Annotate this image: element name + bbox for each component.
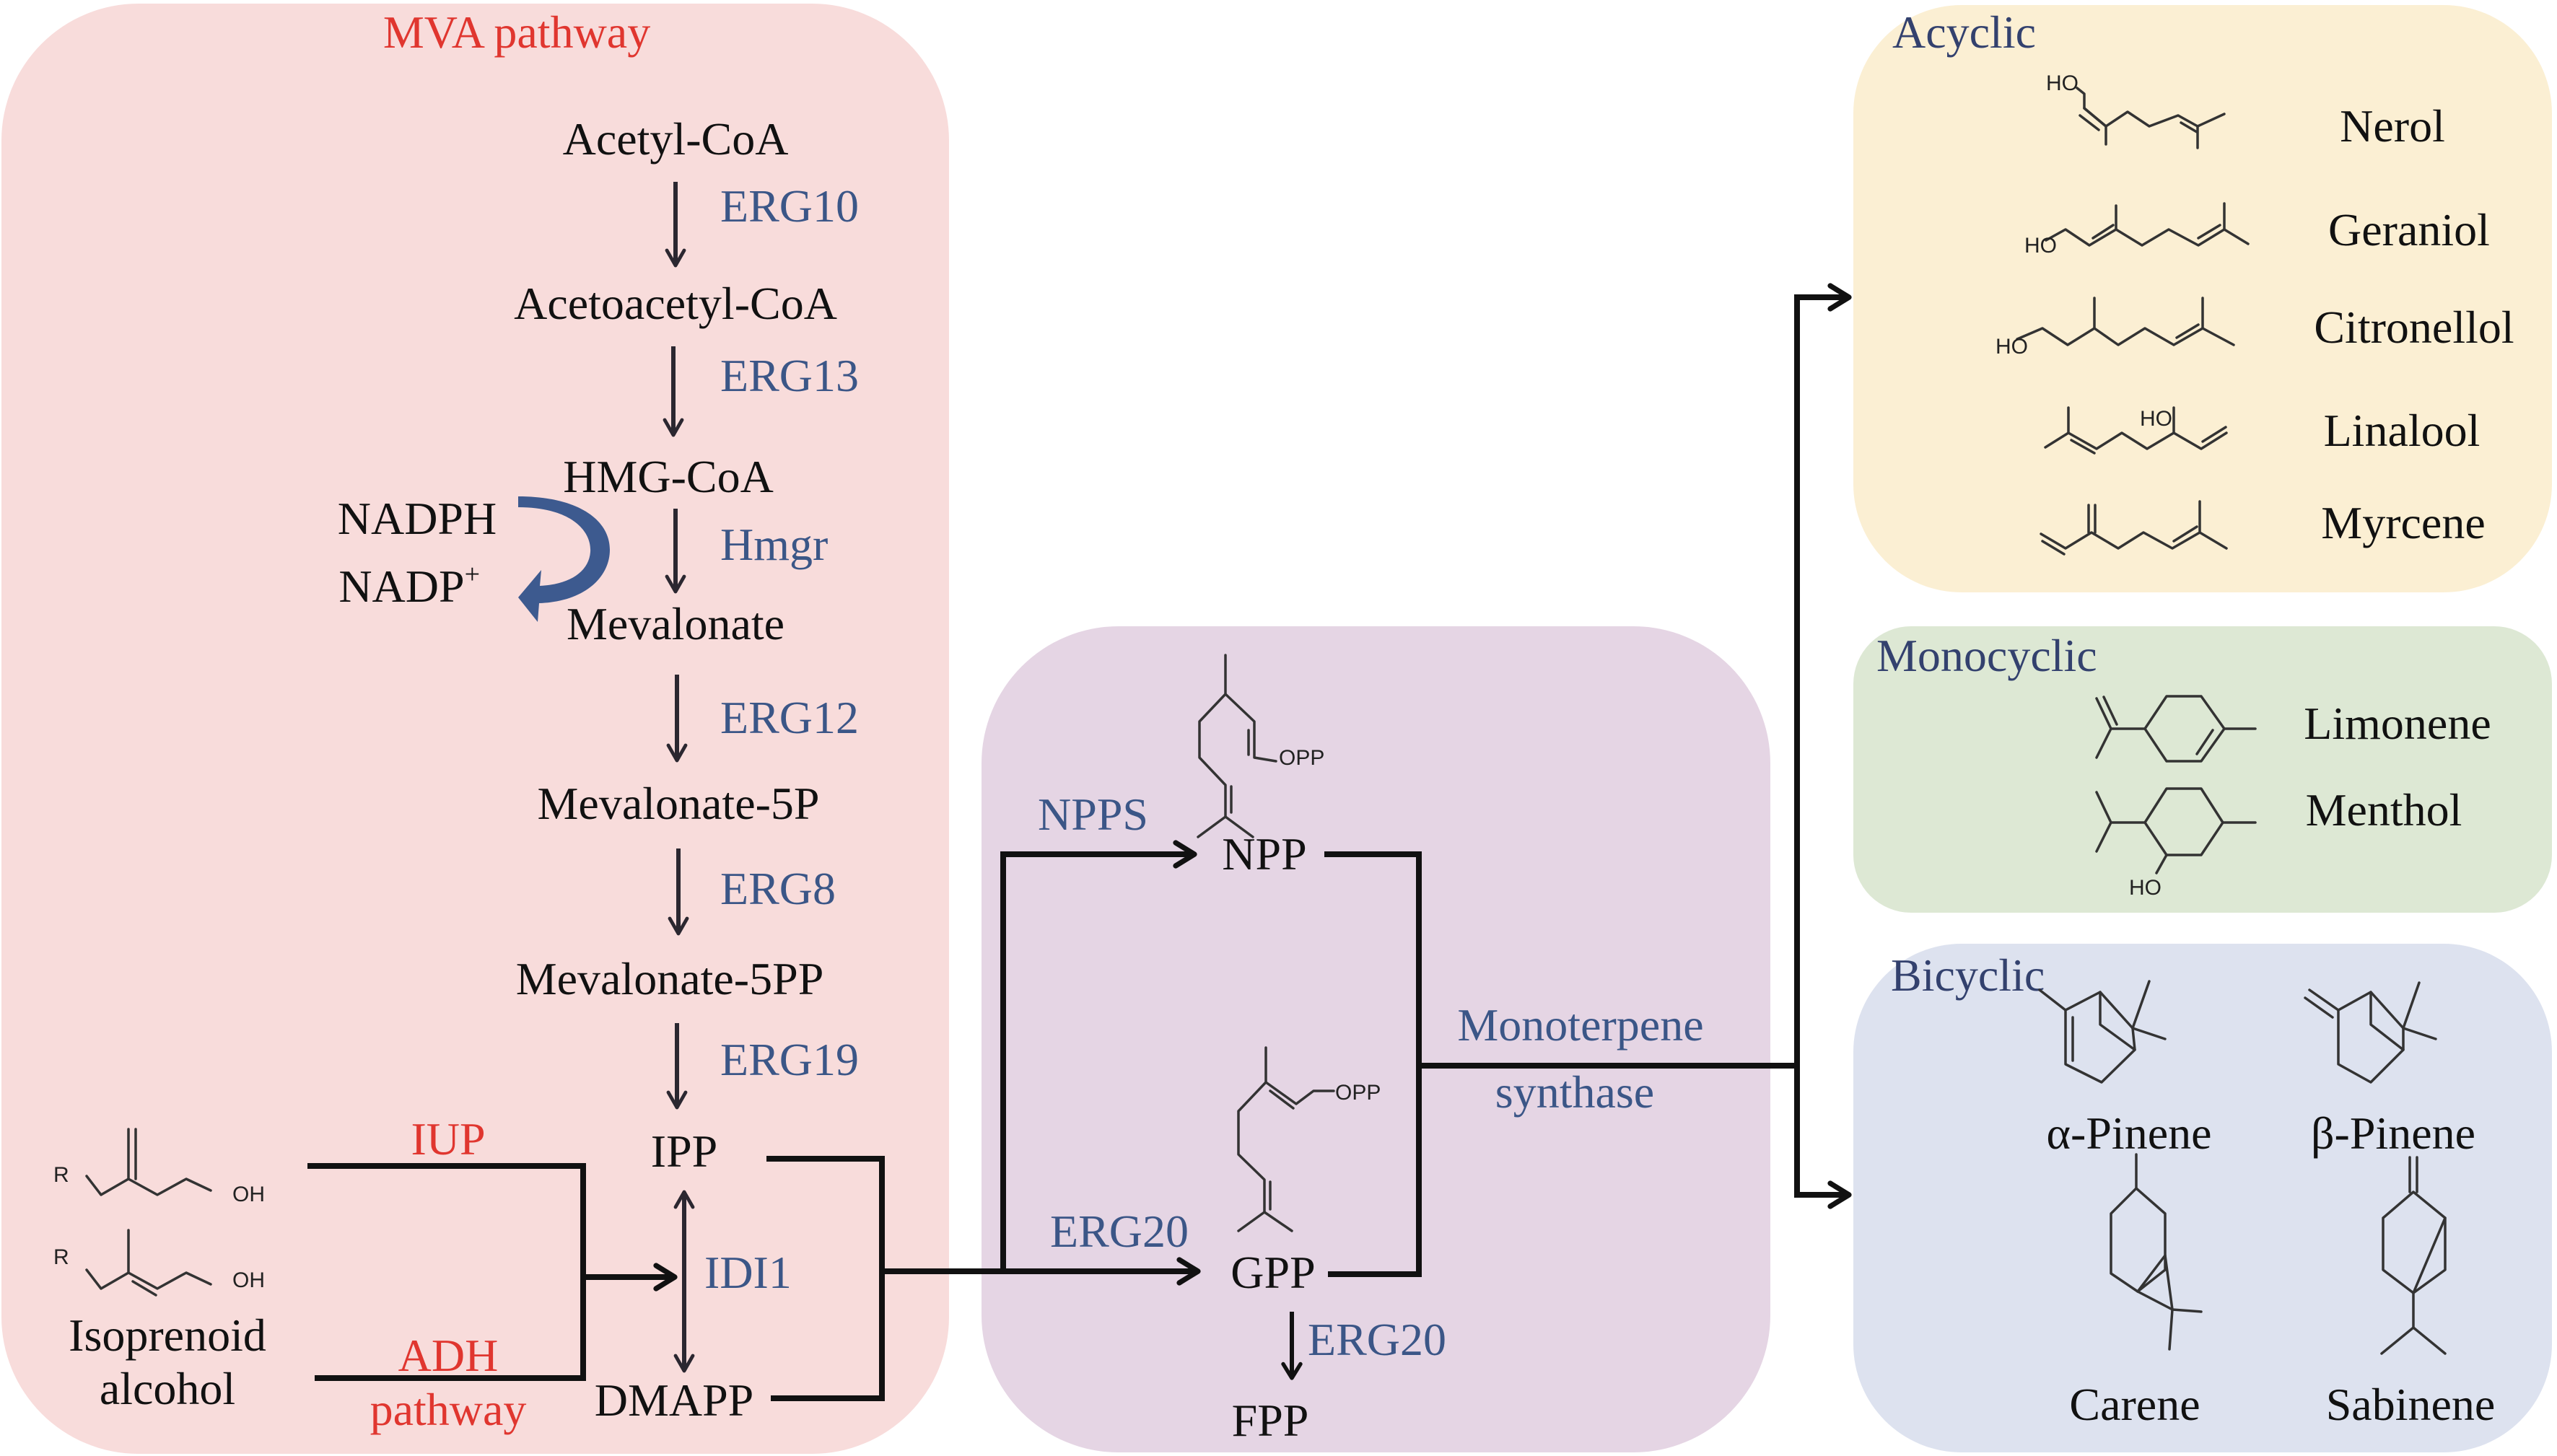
mva-pathway-title: MVA pathway xyxy=(383,6,650,58)
metabolite-mevalonate: Mevalonate xyxy=(567,598,784,649)
compound-limonene: Limonene xyxy=(2304,698,2491,749)
adh-label: ADH xyxy=(398,1330,499,1381)
enzyme-erg13: ERG13 xyxy=(720,350,859,401)
enzyme-npps: NPPS xyxy=(1038,789,1148,840)
arrow-to-bicyclic xyxy=(1794,1066,1852,1209)
acyclic-title: Acyclic xyxy=(1892,6,2036,58)
enzyme-erg20-out: ERG20 xyxy=(1308,1314,1446,1365)
compound-sabinene: Sabinene xyxy=(2326,1379,2496,1430)
isoprenoid-alcohol-line1: Isoprenoid xyxy=(69,1310,266,1361)
bicyclic-title: Bicyclic xyxy=(1891,950,2045,1001)
nerol-structure: HO xyxy=(2046,71,2226,149)
metabolite-npp: NPP xyxy=(1222,828,1306,880)
svg-text:OH: OH xyxy=(232,1268,265,1292)
svg-text:HO: HO xyxy=(2140,407,2172,431)
svg-text:R: R xyxy=(53,1163,69,1187)
cofactor-nadp: NADP+ xyxy=(338,559,480,612)
cofactor-nadph: NADPH xyxy=(338,493,497,544)
compound-carene: Carene xyxy=(2069,1379,2200,1430)
isoprenoid-alcohol-line2: alcohol xyxy=(100,1363,235,1414)
iup-label: IUP xyxy=(411,1113,485,1165)
svg-text:OPP: OPP xyxy=(1335,1081,1381,1105)
npp-panel xyxy=(982,626,1770,1452)
ipp-dmapp-bracket xyxy=(766,1156,885,1401)
mva-panel xyxy=(1,4,949,1454)
metabolite-mevalonate-5p: Mevalonate-5P xyxy=(538,778,820,829)
iup-connector xyxy=(307,1163,586,1381)
svg-text:HO: HO xyxy=(2046,71,2079,95)
synthase-line1: Monoterpene xyxy=(1457,999,1703,1051)
compound-myrcene: Myrcene xyxy=(2321,497,2485,548)
cofactor-curved-arrow xyxy=(518,496,610,622)
metabolite-ipp: IPP xyxy=(651,1126,718,1177)
metabolite-dmapp: DMAPP xyxy=(595,1374,754,1426)
menthol-structure: HO xyxy=(2095,787,2257,900)
enzyme-erg19: ERG19 xyxy=(720,1034,859,1085)
svg-text:OPP: OPP xyxy=(1279,746,1324,770)
prenol-structure: R OH xyxy=(53,1229,265,1297)
adh-pathway-label: pathway xyxy=(370,1384,527,1435)
superscript-plus: + xyxy=(465,559,480,589)
metabolite-acetyl-coa: Acetyl-CoA xyxy=(563,113,789,165)
compound-nerol: Nerol xyxy=(2340,100,2445,152)
bicyclic-panel xyxy=(1853,944,2552,1452)
gpp-structure: OPP xyxy=(1237,1046,1381,1232)
svg-text:HO: HO xyxy=(2129,876,2162,900)
compound-geraniol: Geraniol xyxy=(2328,204,2490,255)
carene-structure xyxy=(2110,1153,2203,1351)
enzyme-erg20-in: ERG20 xyxy=(1050,1206,1189,1257)
metabolite-acetoacetyl-coa: Acetoacetyl-CoA xyxy=(514,278,837,329)
isoprenol-structure: R OH xyxy=(53,1128,265,1206)
monocyclic-panel xyxy=(1853,626,2552,913)
svg-text:R: R xyxy=(53,1245,69,1269)
monocyclic-title: Monocyclic xyxy=(1876,630,2097,681)
enzyme-hmgr: Hmgr xyxy=(720,519,828,570)
compound-menthol: Menthol xyxy=(2306,784,2462,836)
synthase-line2: synthase xyxy=(1495,1066,1654,1118)
metabolite-gpp: GPP xyxy=(1231,1247,1315,1298)
svg-text:HO: HO xyxy=(2024,234,2057,258)
enzyme-erg10: ERG10 xyxy=(720,180,859,232)
limonene-structure xyxy=(2095,695,2257,763)
beta-pinene-structure xyxy=(2304,981,2437,1084)
myrcene-structure: HO xyxy=(2040,500,2228,556)
metabolite-mevalonate-5pp: Mevalonate-5PP xyxy=(516,953,824,1004)
to-npp-arrow xyxy=(1000,840,1197,1271)
metabolite-fpp: FPP xyxy=(1232,1395,1309,1446)
linalool-structure: HO xyxy=(2044,406,2228,455)
citronellol-structure: HO xyxy=(1996,297,2235,359)
metabolite-hmg-coa: HMG-CoA xyxy=(563,451,774,502)
enzyme-idi1: IDI1 xyxy=(704,1247,792,1298)
compound-linalool: Linalool xyxy=(2324,405,2480,456)
npp-structure: OPP xyxy=(1197,654,1324,838)
svg-text:OH: OH xyxy=(232,1183,265,1206)
geraniol-structure: HO xyxy=(2024,202,2250,258)
compound-citronellol: Citronellol xyxy=(2314,302,2514,353)
compound-alpha-pinene: α-Pinene xyxy=(2046,1108,2211,1159)
enzyme-erg12: ERG12 xyxy=(720,692,859,743)
alpha-pinene-structure xyxy=(2038,980,2167,1084)
enzyme-erg8: ERG8 xyxy=(720,863,836,914)
svg-text:HO: HO xyxy=(1996,335,2028,359)
sabinene-structure xyxy=(2380,1156,2447,1355)
compound-beta-pinene: β-Pinene xyxy=(2311,1108,2475,1159)
